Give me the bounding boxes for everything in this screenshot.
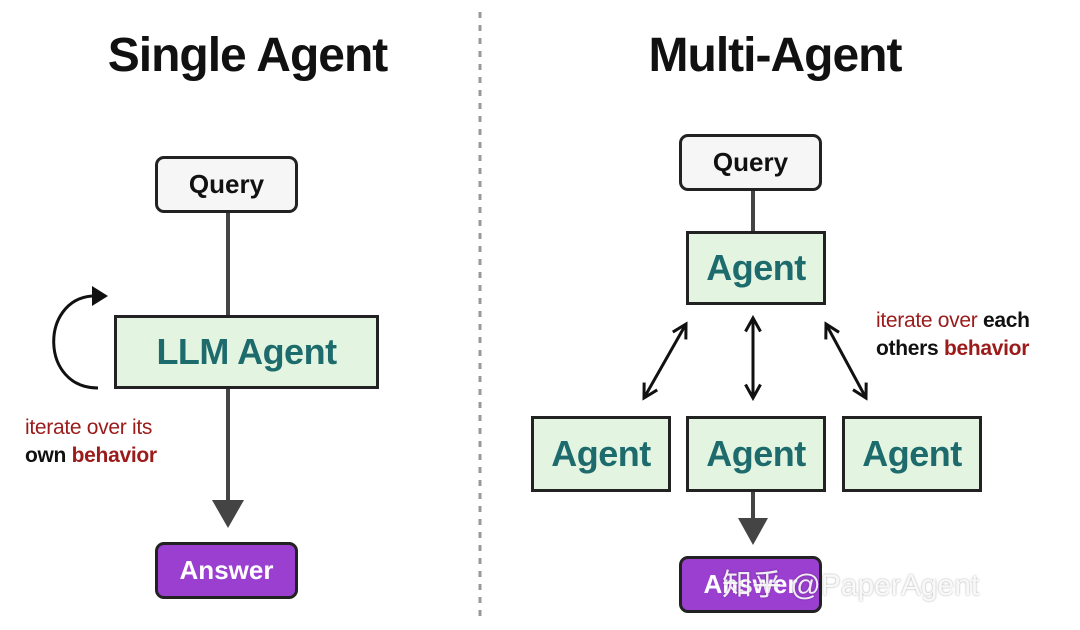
single-note-behavior: behavior xyxy=(71,444,157,467)
single-note-line2: own behavior xyxy=(25,442,215,470)
multi-iterate-note: iterate over each others behavior xyxy=(876,307,1076,363)
multi-left-agent-box: Agent xyxy=(531,416,671,492)
multi-note-line2: others behavior xyxy=(876,335,1076,363)
multi-agent-title: Multi-Agent xyxy=(648,29,903,82)
multi-middle-agent-box: Agent xyxy=(686,416,826,492)
zhihu-watermark: 知乎 @PaperAgent xyxy=(722,569,980,602)
self-loop-arrowhead xyxy=(92,286,108,306)
multi-note-iterate-over: iterate over xyxy=(876,309,978,332)
multi-query-box: Query xyxy=(679,134,822,191)
single-query-box: Query xyxy=(155,156,298,213)
multi-note-behavior: behavior xyxy=(943,337,1030,360)
multi-top-agent-box: Agent xyxy=(686,231,826,305)
single-answer-box: Answer xyxy=(155,542,298,599)
single-note-line1: iterate over its xyxy=(25,416,153,439)
multi-note-each: each xyxy=(983,309,1030,332)
multi-answer-box: Answer xyxy=(679,556,822,613)
single-iterate-note: iterate over its own behavior xyxy=(25,414,215,470)
multi-note-line1: iterate over each xyxy=(876,307,1076,335)
multi-right-agent-box: Agent xyxy=(842,416,982,492)
multi-note-others: others xyxy=(876,337,939,360)
single-note-own: own xyxy=(25,444,67,467)
single-agent-title: Single Agent xyxy=(107,29,389,82)
single-llm-agent-box: LLM Agent xyxy=(114,315,379,389)
double-arrow-left xyxy=(644,324,686,398)
single-answer-arrowhead xyxy=(212,500,244,528)
multi-answer-arrowhead xyxy=(738,518,768,545)
self-loop-arc xyxy=(52,294,99,390)
double-arrow-right xyxy=(826,324,866,398)
